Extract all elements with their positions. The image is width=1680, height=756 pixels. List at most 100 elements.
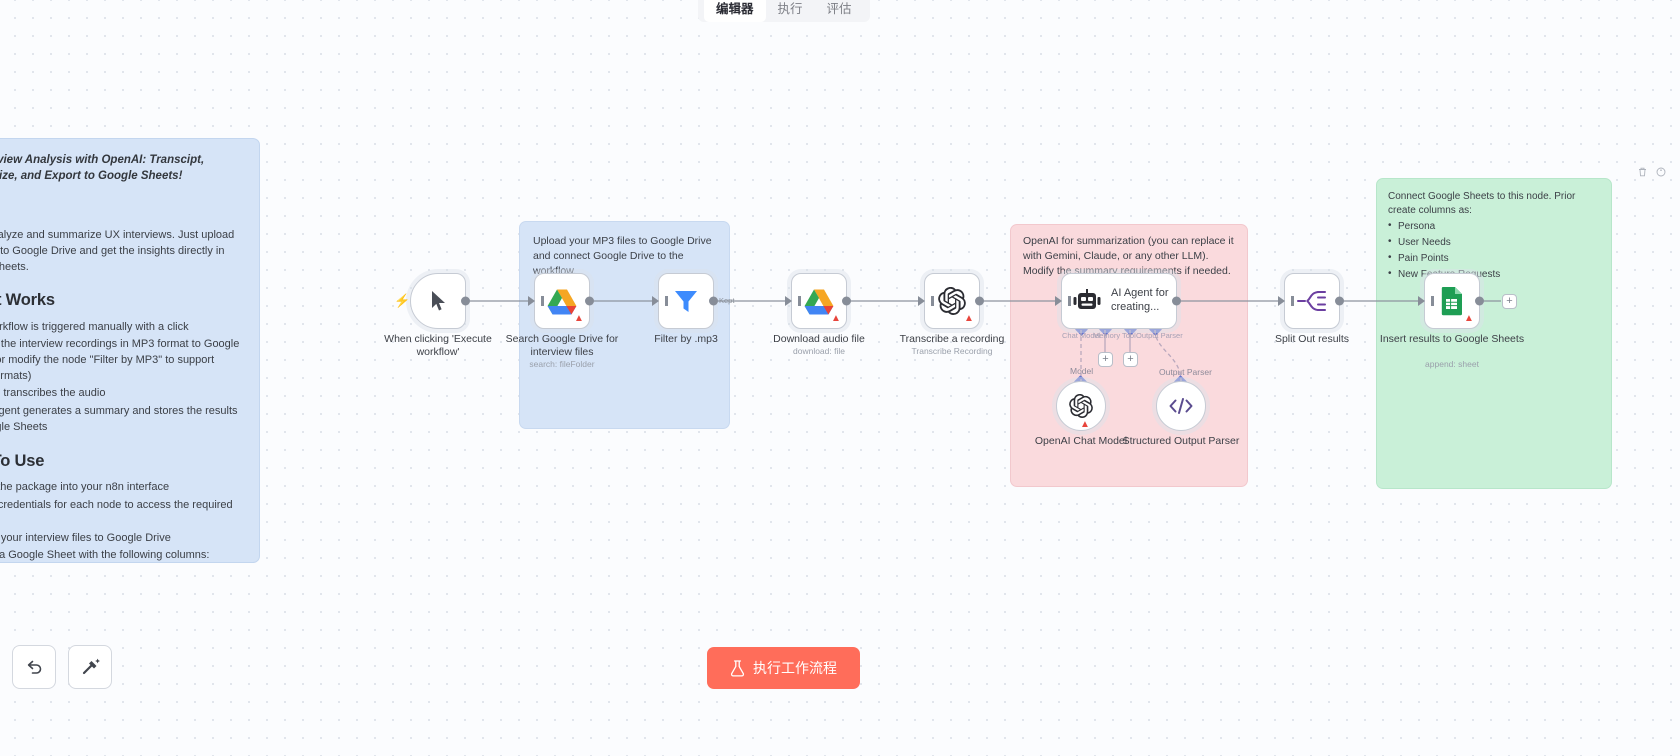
about-heading: About xyxy=(0,198,241,221)
trash-icon[interactable] xyxy=(1638,167,1647,177)
sheets-note-text: Connect Google Sheets to this node. Prio… xyxy=(1388,191,1579,217)
undo-arrow-icon xyxy=(24,657,44,677)
node-insert-results-to-google-sheets[interactable]: ▲ Insert results to Google Sheets append… xyxy=(1380,273,1524,369)
output-port[interactable] xyxy=(975,296,984,306)
sheets-columns-list: Persona User Needs Pain Points New Featu… xyxy=(1388,219,1600,283)
tidy-up-button[interactable] xyxy=(68,645,112,689)
list-item: Upload your interview files to Google Dr… xyxy=(0,531,241,547)
agent-port-label-memory: Memory xyxy=(1093,331,1121,340)
warning-icon: ▲ xyxy=(574,313,584,324)
openai-icon xyxy=(938,287,966,315)
add-memory-button[interactable]: + xyxy=(1098,352,1113,367)
add-node-button[interactable]: + xyxy=(1502,294,1517,309)
input-port[interactable] xyxy=(1278,296,1294,306)
output-port[interactable] xyxy=(709,296,718,306)
node-body[interactable] xyxy=(652,273,718,329)
list-item: Pain Points xyxy=(1388,251,1600,267)
note-toolbar xyxy=(1638,167,1666,177)
node-body[interactable]: ▲ xyxy=(1056,381,1106,431)
node-body[interactable]: ▲ xyxy=(528,273,594,329)
split-out-icon xyxy=(1297,289,1327,313)
node-split-out-results[interactable]: Split Out results xyxy=(1275,273,1349,345)
openai-icon xyxy=(1069,394,1093,418)
node-body[interactable] xyxy=(1156,381,1206,431)
node-body[interactable]: ▲ xyxy=(1418,273,1484,329)
node-search-google-drive[interactable]: ▲ Search Google Drive for interview file… xyxy=(506,273,618,369)
input-port[interactable] xyxy=(1055,296,1071,306)
how-to-use-list: Import the package into your n8n interfa… xyxy=(0,480,241,562)
add-tool-button[interactable]: + xyxy=(1123,352,1138,367)
google-drive-icon xyxy=(547,288,577,315)
warning-icon: ▲ xyxy=(1464,313,1474,324)
node-label: Filter by .mp3 xyxy=(654,333,718,345)
mouse-cursor-icon xyxy=(430,290,447,312)
list-item: Import the package into your n8n interfa… xyxy=(0,480,241,496)
list-item: Persona xyxy=(1388,219,1600,235)
magic-wand-icon xyxy=(80,657,100,677)
execute-workflow-button[interactable]: 执行工作流程 xyxy=(707,647,860,689)
list-item: OpenAI transcribes the audio xyxy=(0,386,241,402)
tab-evaluations[interactable]: 评估 xyxy=(826,1,852,16)
node-structured-output-parser[interactable]: Structured Output Parser xyxy=(1123,381,1239,447)
tab-executions[interactable]: 执行 xyxy=(777,1,803,16)
list-item: User Needs xyxy=(1388,235,1600,251)
node-transcribe-a-recording[interactable]: ▲ Transcribe a recording Transcribe Reco… xyxy=(900,273,1004,356)
execute-button-label: 执行工作流程 xyxy=(753,660,837,676)
overview-title: UX Interview Analysis with OpenAI: Trans… xyxy=(0,154,205,182)
list-item: An AI agent generates a summary and stor… xyxy=(0,404,241,436)
output-port[interactable] xyxy=(1172,296,1181,306)
node-label: Download audio file xyxy=(773,333,865,345)
how-it-works-heading: How It Works xyxy=(0,291,55,310)
sticky-note-sheets[interactable]: Connect Google Sheets to this node. Prio… xyxy=(1376,178,1612,489)
node-body[interactable] xyxy=(410,273,470,329)
output-port[interactable] xyxy=(585,296,594,306)
tab-editor[interactable]: 编辑器 xyxy=(704,0,766,22)
node-ai-agent[interactable]: AI Agent for creating... xyxy=(1055,273,1181,329)
input-port[interactable] xyxy=(528,296,544,306)
node-subtitle: Transcribe Recording xyxy=(911,346,993,356)
sticky-note-overview[interactable]: UX Interview Analysis with OpenAI: Trans… xyxy=(0,138,260,563)
filter-kept-output-label: Kept xyxy=(719,296,735,305)
editor-tabbar: 编辑器 执行 评估 xyxy=(698,0,870,22)
list-item: Create a Google Sheet with the following… xyxy=(0,548,241,562)
output-port[interactable] xyxy=(1335,296,1344,306)
connector-label-model: Model xyxy=(1070,366,1094,376)
node-subtitle: download: file xyxy=(793,346,845,356)
output-port[interactable] xyxy=(461,296,470,306)
color-palette-icon[interactable] xyxy=(1656,167,1666,177)
input-port[interactable] xyxy=(652,296,668,306)
node-label: Transcribe a recording xyxy=(899,333,1005,345)
node-when-clicking-execute-workflow[interactable]: When clicking 'Execute workflow' xyxy=(384,273,492,358)
node-label: Structured Output Parser xyxy=(1122,435,1240,447)
node-label: OpenAI Chat Model xyxy=(1034,435,1128,447)
node-body[interactable]: ▲ xyxy=(785,273,851,329)
upload-note-text: Upload your MP3 files to Google Drive an… xyxy=(533,235,715,277)
list-item: New Feature Requests xyxy=(1388,267,1600,283)
node-label: Insert results to Google Sheets xyxy=(1379,333,1525,345)
robot-icon xyxy=(1072,288,1102,314)
warning-icon: ▲ xyxy=(1080,419,1090,430)
input-port[interactable] xyxy=(918,296,934,306)
warning-icon: ▲ xyxy=(831,313,841,324)
how-to-use-heading: How To Use xyxy=(0,451,45,470)
node-openai-chat-model[interactable]: ▲ OpenAI Chat Model xyxy=(1035,381,1127,447)
node-label: Split Out results xyxy=(1274,333,1350,345)
node-filter-by-mp3[interactable]: Filter by .mp3 xyxy=(652,273,718,345)
connector-label-output-parser: Output Parser xyxy=(1159,367,1212,377)
node-body[interactable]: ▲ xyxy=(918,273,984,329)
input-port[interactable] xyxy=(1418,296,1434,306)
output-port[interactable] xyxy=(842,296,851,306)
output-port[interactable] xyxy=(1475,296,1484,306)
agent-port-label-output-parser: Output Parser xyxy=(1136,331,1183,340)
node-body[interactable] xyxy=(1278,273,1344,329)
input-port[interactable] xyxy=(785,296,801,306)
node-download-audio-file[interactable]: ▲ Download audio file download: file xyxy=(773,273,865,356)
filter-funnel-icon xyxy=(673,288,699,314)
node-body[interactable]: AI Agent for creating... xyxy=(1055,273,1181,329)
code-brackets-icon xyxy=(1168,396,1194,416)
undo-button[interactable] xyxy=(12,645,56,689)
google-drive-icon xyxy=(804,288,834,315)
how-it-works-list: The workflow is triggered manually with … xyxy=(0,320,241,436)
node-label: AI Agent for creating... xyxy=(1111,287,1169,313)
